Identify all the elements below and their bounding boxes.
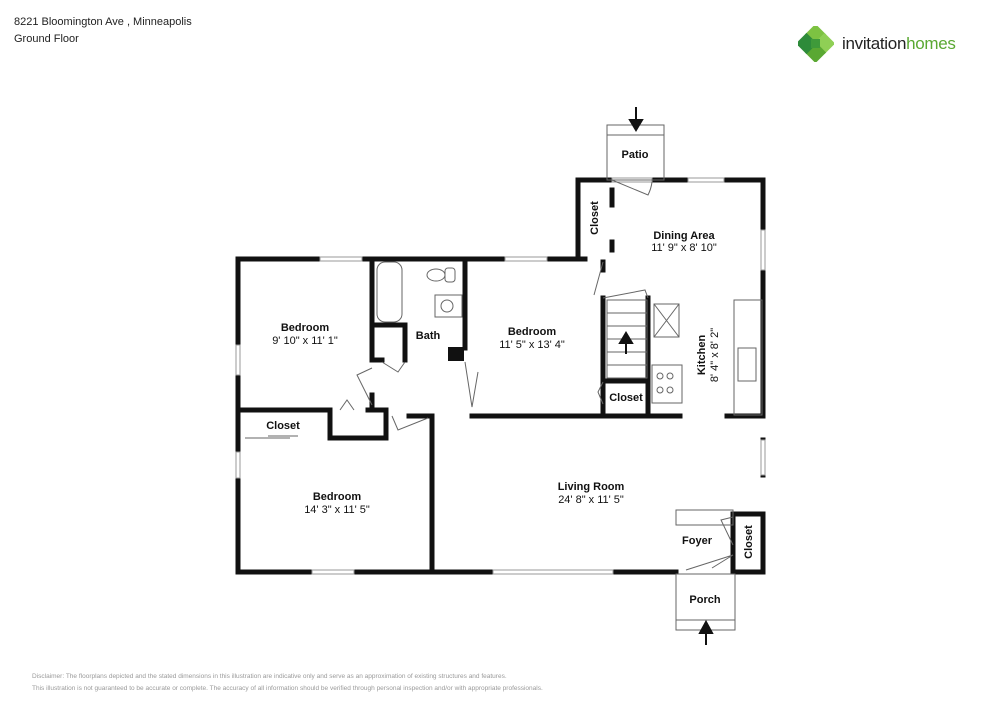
invitation-homes-clover-icon [798,26,834,62]
dining-walls [575,177,766,308]
room-label-closet-dining: Closet [589,201,601,235]
room-label-bedroom-1: Bedroom [281,322,330,334]
room-label-bedroom-3: Bedroom [313,491,362,503]
room-label-porch: Porch [689,594,720,606]
floor-label: Ground Floor [14,33,79,45]
closet-walls [235,407,389,441]
disclaimer-line-1: Disclaimer: The floorplans depicted and … [32,673,507,680]
room-dims-dining: 11' 9" x 8' 10" [651,242,717,254]
room-dims-living: 24' 8" x 11' 5" [558,494,624,506]
property-address: 8221 Bloomington Ave , Minneapolis [14,16,192,28]
room-label-kitchen: Kitchen [696,335,708,376]
room-label-closet-foyer: Closet [743,525,755,559]
room-label-patio: Patio [622,149,649,161]
disclaimer-line-2: This illustration is not guaranteed to b… [32,685,543,692]
bath-wall-w [369,256,385,363]
room-label-closet-stairs: Closet [609,392,643,404]
room-label-bedroom-2: Bedroom [508,326,557,338]
stairs-walls [600,295,651,417]
tub-closet [369,322,408,363]
room-label-bath: Bath [416,330,441,342]
room-dims-bedroom-1: 9' 10" x 11' 1" [272,335,338,347]
room-dims-bedroom-2: 11' 5" x 13' 4" [499,339,565,351]
brand-name: invitationhomes [842,34,956,53]
room-label-dining: Dining Area [653,230,715,242]
brand-logo: invitationhomes [798,26,956,62]
room-label-foyer: Foyer [682,535,713,547]
room-label-living: Living Room [558,481,625,493]
room-dims-kitchen: 8' 4" x 8' 2" [709,328,721,382]
room-dims-bedroom-3: 14' 3" x 11' 5" [304,504,370,516]
room-label-closet-bedroom-3: Closet [266,420,300,432]
